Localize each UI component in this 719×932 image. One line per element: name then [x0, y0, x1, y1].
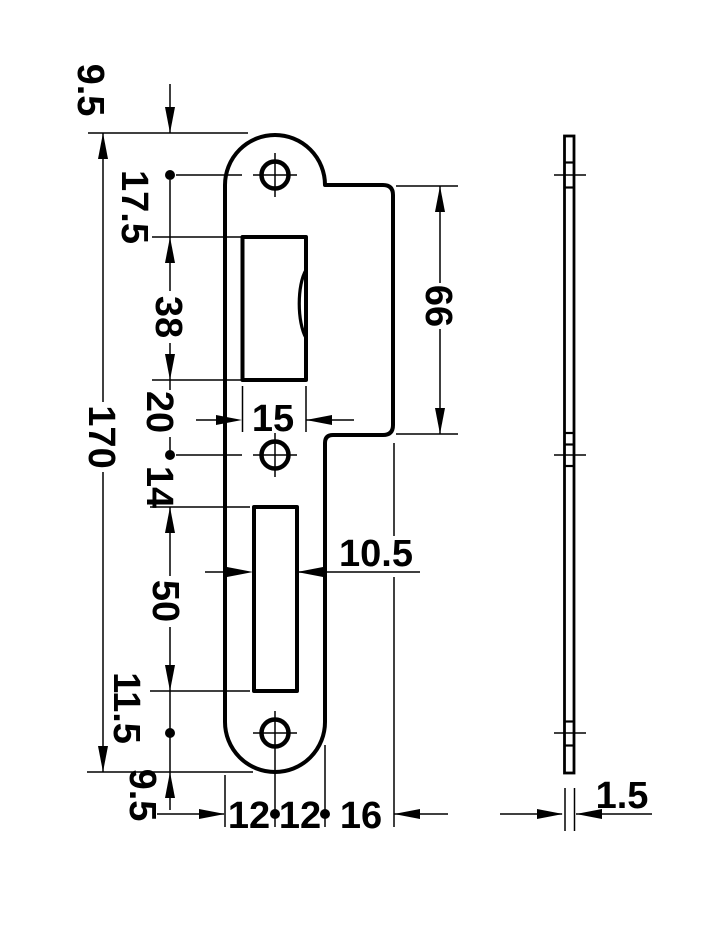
dim-label-bolt-to-hole: 11.5: [105, 672, 147, 744]
dim-label-latch-height: 38: [147, 296, 189, 338]
dim-latch-width: 15: [196, 386, 354, 440]
dim-label-edge-to-hole: 12: [228, 795, 270, 837]
latch-opening: [240, 235, 308, 382]
deadbolt-opening: [252, 505, 299, 693]
dim-lip-height: 66: [396, 185, 459, 435]
dim-overall-length: 170: [80, 132, 253, 773]
dim-top-offset: 9.5: [69, 64, 242, 180]
dim-label-hole-to-latch: 17.5: [113, 170, 155, 244]
dim-bolt-height: 50: [144, 507, 250, 692]
dim-latch-to-hole: 20: [138, 380, 242, 460]
dim-hole-to-latch: 17.5: [113, 170, 241, 244]
side-view: 1.5: [500, 134, 652, 831]
screw-hole-top: [253, 153, 297, 197]
dim-label-hole-to-bolt: 14: [138, 466, 180, 508]
dim-label-lip-projection: 16: [340, 795, 382, 837]
dim-label-hole-to-edge: 12: [279, 795, 321, 837]
dim-label-lip-height: 66: [417, 285, 459, 327]
dim-bolt-to-hole: 11.5: [105, 672, 175, 744]
dim-bolt-width: 10.5: [205, 533, 420, 577]
front-view: 170 9.5 17.5 38: [69, 64, 459, 837]
dim-label-thickness: 1.5: [596, 775, 649, 817]
plate-outline: [223, 133, 395, 774]
dim-label-overall-length: 170: [80, 405, 122, 468]
dim-label-latch-to-hole: 20: [138, 391, 180, 433]
screw-hole-middle: [253, 433, 297, 477]
side-hole-marks: [554, 161, 586, 747]
dim-bottom-offset: 9.5: [121, 733, 175, 821]
dim-label-top-offset: 9.5: [69, 64, 111, 117]
dim-label-latch-width: 15: [252, 398, 294, 440]
dim-bottom-row: 12 12 16: [157, 443, 448, 837]
dim-label-bottom-offset: 9.5: [121, 769, 163, 822]
dim-hole-to-bolt: 14: [138, 466, 250, 508]
dim-label-bolt-width: 10.5: [339, 533, 413, 575]
dim-latch-height: 38: [147, 237, 241, 381]
latch-bolt-curve: [297, 269, 308, 339]
dim-label-bolt-height: 50: [144, 580, 186, 622]
dim-thickness: 1.5: [500, 775, 652, 831]
